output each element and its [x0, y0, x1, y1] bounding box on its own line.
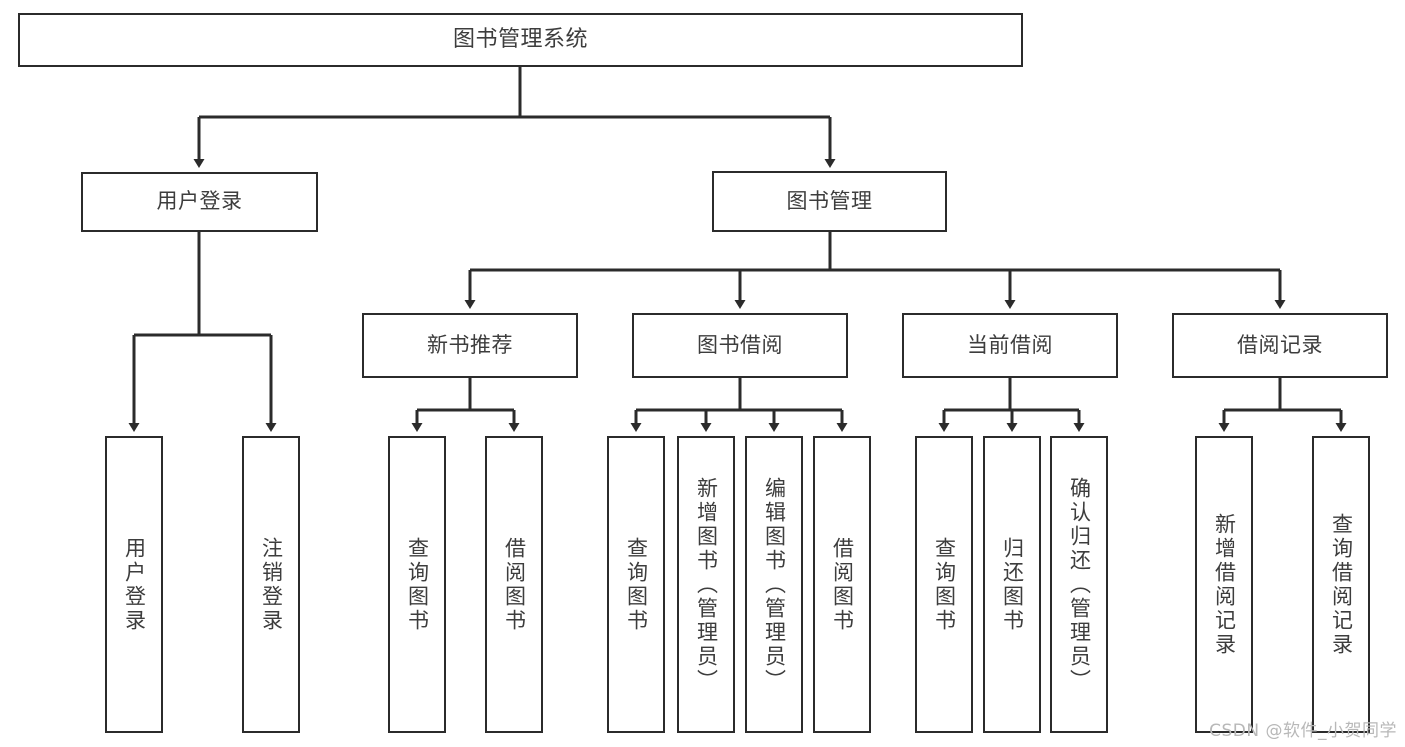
node-leaf-query-book-1[interactable]: 查询图书	[388, 436, 446, 733]
node-leaf-query-book-2-label: 查询图书	[624, 536, 649, 633]
node-new-book-rec[interactable]: 新书推荐	[362, 313, 578, 378]
node-leaf-borrow-book-1[interactable]: 借阅图书	[485, 436, 543, 733]
node-book-manage-label: 图书管理	[786, 188, 873, 213]
node-book-borrow[interactable]: 图书借阅	[632, 313, 848, 378]
node-leaf-add-record[interactable]: 新增借阅记录	[1195, 436, 1253, 733]
node-leaf-edit-book-label: 编辑图书（管理员）	[762, 476, 787, 693]
node-leaf-borrow-book-2-label: 借阅图书	[830, 536, 855, 633]
node-leaf-query-book-3[interactable]: 查询图书	[915, 436, 973, 733]
node-leaf-user-login-label: 用户登录	[122, 536, 147, 633]
node-leaf-query-record[interactable]: 查询借阅记录	[1312, 436, 1370, 733]
node-leaf-borrow-book-2[interactable]: 借阅图书	[813, 436, 871, 733]
node-root-label: 图书管理系统	[452, 26, 588, 52]
node-user-login-label: 用户登录	[156, 189, 243, 214]
node-leaf-return-book-label: 归还图书	[1000, 536, 1025, 633]
node-leaf-user-login[interactable]: 用户登录	[105, 436, 163, 733]
node-leaf-user-logout-label: 注销登录	[259, 536, 284, 633]
watermark: CSDN @软件_小贺同学	[1209, 721, 1397, 741]
node-leaf-borrow-book-1-label: 借阅图书	[502, 536, 527, 633]
node-root[interactable]: 图书管理系统	[18, 13, 1023, 67]
node-leaf-query-book-3-label: 查询图书	[932, 536, 957, 633]
node-book-manage[interactable]: 图书管理	[712, 171, 947, 232]
node-leaf-confirm-return[interactable]: 确认归还（管理员）	[1050, 436, 1108, 733]
node-leaf-edit-book[interactable]: 编辑图书（管理员）	[745, 436, 803, 733]
node-leaf-add-book[interactable]: 新增图书（管理员）	[677, 436, 735, 733]
node-borrow-record-label: 借阅记录	[1237, 332, 1323, 357]
node-new-book-rec-label: 新书推荐	[427, 332, 513, 357]
node-leaf-add-record-label: 新增借阅记录	[1212, 512, 1237, 657]
node-current-borrow-label: 当前借阅	[967, 332, 1053, 357]
node-leaf-query-record-label: 查询借阅记录	[1329, 512, 1354, 657]
node-leaf-query-book-2[interactable]: 查询图书	[607, 436, 665, 733]
node-book-borrow-label: 图书借阅	[697, 332, 783, 357]
node-leaf-return-book[interactable]: 归还图书	[983, 436, 1041, 733]
node-user-login[interactable]: 用户登录	[81, 172, 318, 232]
node-leaf-query-book-1-label: 查询图书	[405, 536, 430, 633]
node-current-borrow[interactable]: 当前借阅	[902, 313, 1118, 378]
node-leaf-confirm-return-label: 确认归还（管理员）	[1067, 476, 1092, 693]
node-leaf-add-book-label: 新增图书（管理员）	[694, 476, 719, 693]
node-leaf-user-logout[interactable]: 注销登录	[242, 436, 300, 733]
node-borrow-record[interactable]: 借阅记录	[1172, 313, 1388, 378]
